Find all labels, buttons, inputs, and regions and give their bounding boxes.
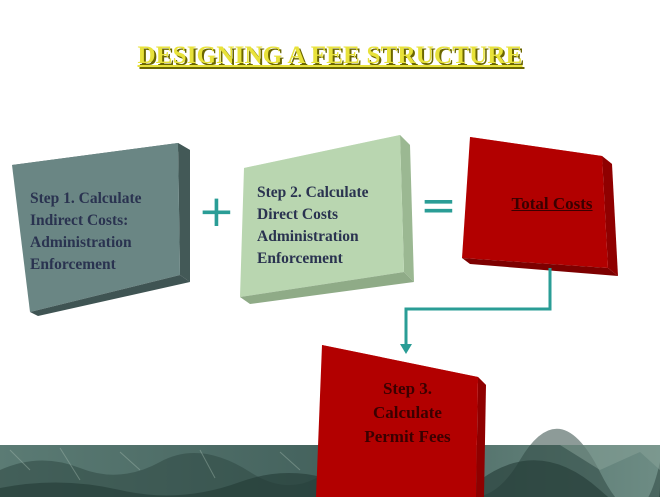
step2-line: Direct Costs <box>257 206 339 223</box>
step1-box <box>12 143 190 316</box>
step3-box <box>316 345 486 497</box>
step1-line: Administration <box>30 234 132 251</box>
step3-line: Permit Fees <box>364 427 451 446</box>
step2-line: Enforcement <box>257 250 343 267</box>
total-costs-label: Total Costs <box>511 194 593 213</box>
step3-line: Calculate <box>373 403 442 422</box>
step1-text: Step 1. Calculate Indirect Costs: Admini… <box>30 188 180 276</box>
step1-line: Enforcement <box>30 256 116 273</box>
step2-line: Step 2. Calculate <box>257 184 369 201</box>
step2-text: Step 2. Calculate Direct Costs Administr… <box>257 182 407 270</box>
plus-operator: + <box>198 186 235 237</box>
slide-title: DESIGNING A FEE STRUCTURE <box>137 42 523 69</box>
step1-line: Indirect Costs: <box>30 212 129 229</box>
total-costs-box <box>462 137 618 276</box>
step3-text: Step 3. Calculate Permit Fees <box>335 377 480 449</box>
step3-line: Step 3. <box>382 379 433 398</box>
step1-line: Step 1. Calculate <box>30 190 142 207</box>
step2-box <box>240 135 414 304</box>
connector-arrow <box>400 268 552 354</box>
step2-line: Administration <box>257 228 359 245</box>
equals-operator: = <box>420 180 457 231</box>
